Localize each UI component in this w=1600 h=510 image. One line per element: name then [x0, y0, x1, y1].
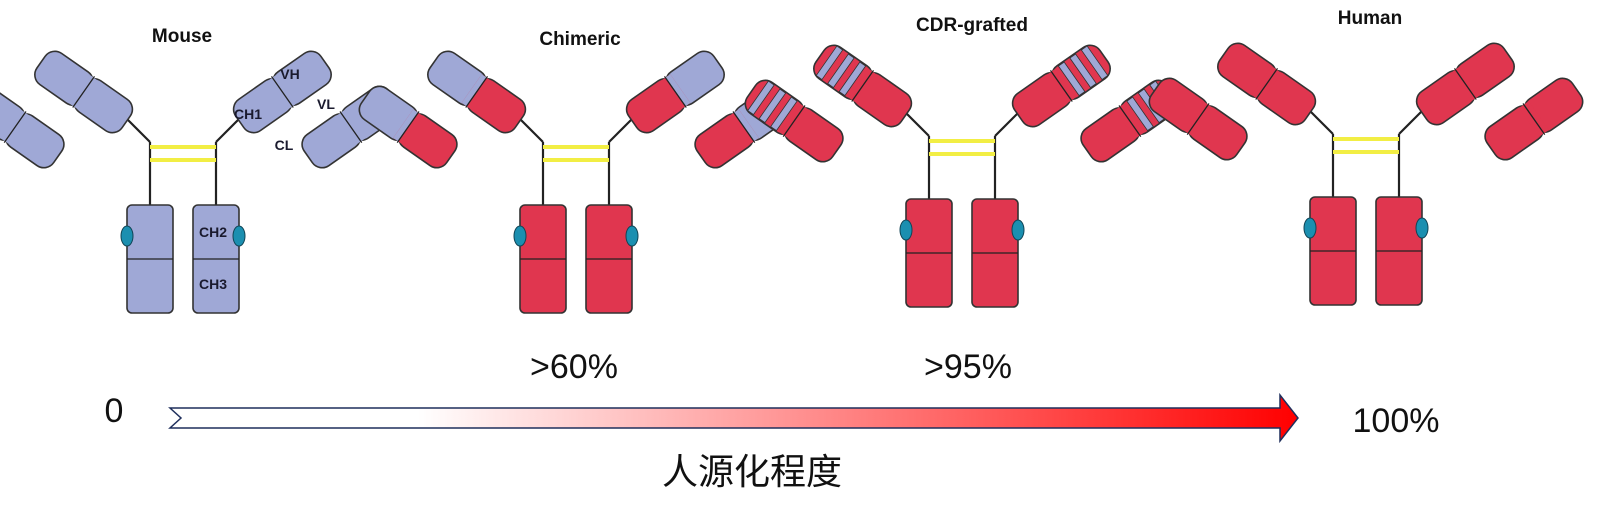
chimeric-percentage: >60%	[530, 348, 618, 386]
mouse-antibody	[0, 50, 401, 314]
cdr-grafted-percentage: >95%	[924, 348, 1012, 386]
heavy-chain-left-cdr-stripe	[838, 61, 867, 97]
heavy-chain-right-cdr-stripe	[1057, 61, 1086, 97]
human-antibody	[1148, 42, 1584, 306]
light-chain-right	[1484, 77, 1584, 161]
cdr-grafted-title: CDR-grafted	[916, 15, 1028, 36]
light-chain-left-cdr-stripe	[747, 80, 775, 116]
glycan-right	[232, 225, 246, 247]
ch1-label: CH1	[234, 106, 262, 122]
human-title: Human	[1338, 8, 1402, 29]
light-chain-left	[0, 85, 65, 169]
heavy-chain-right-cdr-stripe	[1069, 53, 1097, 89]
heavy-chain-left	[813, 44, 913, 128]
mouse-title: Mouse	[152, 26, 212, 47]
fab-arm-right	[1415, 42, 1584, 161]
light-chain-left	[1148, 77, 1248, 161]
glycan-right	[1011, 219, 1025, 241]
heavy-chain-left	[427, 50, 527, 134]
humanization-arrow	[168, 392, 1299, 444]
scale-end-label: 100%	[1353, 402, 1440, 440]
heavy-chain-left	[1217, 42, 1317, 126]
glycan-left	[1303, 217, 1317, 239]
heavy-chain-left-cdr-stripe	[815, 45, 844, 81]
heavy-chain-right	[625, 50, 725, 134]
scale-start-label: 0	[105, 392, 124, 430]
light-chain-right-cdr-stripe	[1126, 96, 1154, 132]
heavy-chain-left	[34, 50, 134, 134]
vl-label: VL	[317, 96, 335, 112]
glycan-right	[1415, 217, 1429, 239]
fab-arm-left	[0, 50, 134, 169]
cl-label: CL	[275, 137, 294, 153]
heavy-chain-right	[232, 50, 332, 134]
vh-label: VH	[280, 66, 299, 82]
fab-arm-right	[1011, 44, 1180, 163]
fab-arm-left	[358, 50, 527, 169]
fab-arm-left	[744, 44, 913, 163]
glycan-left	[899, 219, 913, 241]
heavy-chain-right	[1415, 42, 1515, 126]
glycan-left	[120, 225, 134, 247]
scale-title: 人源化程度	[662, 452, 842, 493]
glycan-left	[513, 225, 527, 247]
light-chain-left	[358, 85, 458, 169]
chimeric-title: Chimeric	[539, 29, 621, 50]
heavy-chain-left-cdr-stripe	[827, 53, 855, 89]
heavy-chain-right-cdr-stripe	[1080, 45, 1109, 81]
heavy-chain-right	[1011, 44, 1111, 128]
light-chain-left-cdr-stripe	[758, 88, 787, 124]
cdr-grafted-antibody	[744, 44, 1180, 308]
light-chain-left-cdr-stripe	[770, 96, 798, 132]
light-chain-left	[744, 79, 844, 163]
ch3-label: CH3	[199, 276, 227, 292]
ch2-label: CH2	[199, 224, 227, 240]
fab-arm-left	[1148, 42, 1317, 161]
glycan-right	[625, 225, 639, 247]
chimeric-antibody	[358, 50, 794, 314]
